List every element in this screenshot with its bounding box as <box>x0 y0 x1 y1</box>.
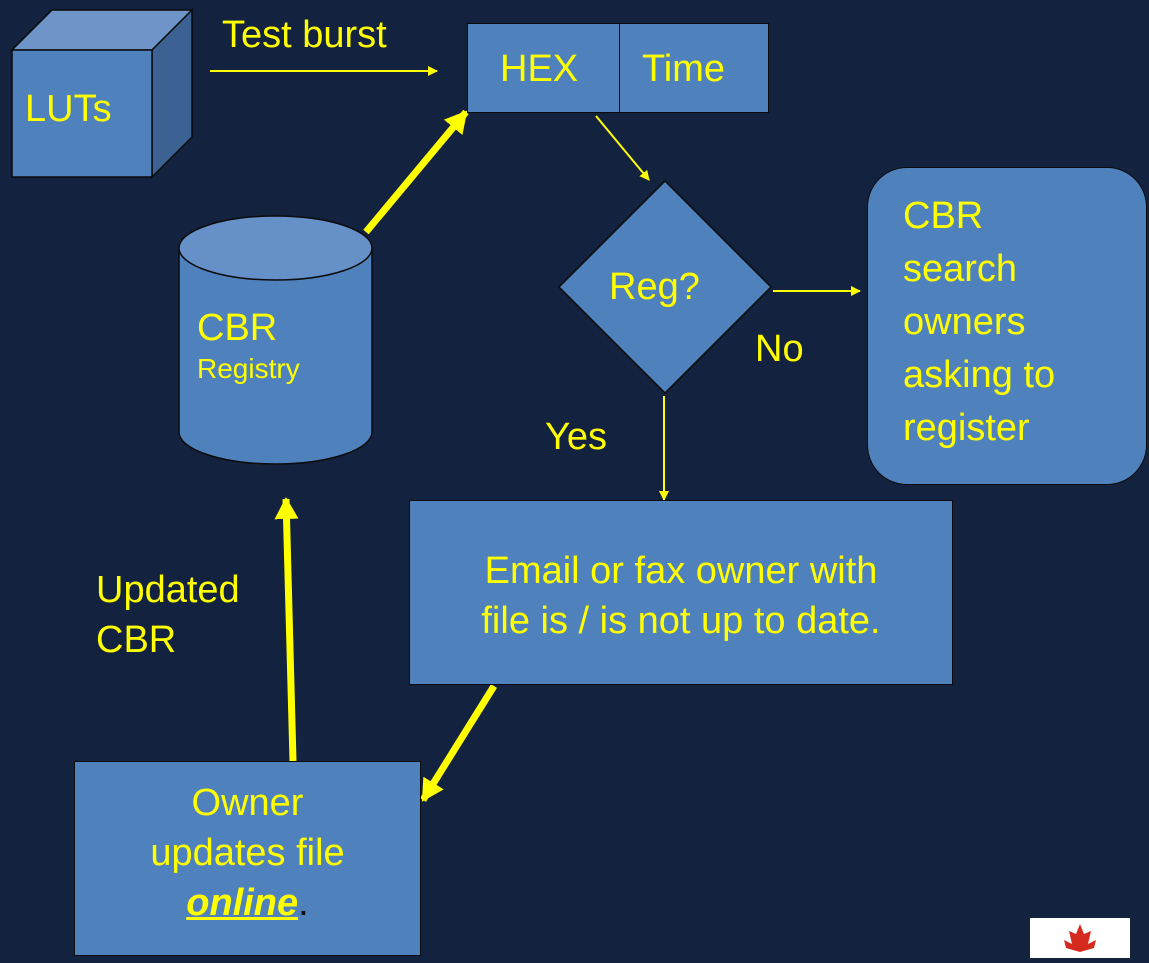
time-box <box>619 23 769 113</box>
email-fax-box <box>409 500 953 685</box>
luts-label: LUTs <box>25 88 112 130</box>
cbr-search-line: owners <box>903 301 1026 343</box>
luts-cube <box>10 8 194 179</box>
no-label: No <box>755 328 804 370</box>
reg-decision-diamond <box>557 179 773 395</box>
registry-cylinder <box>178 215 373 465</box>
cbr-search-line: asking to <box>903 354 1056 396</box>
email-fax-text: Email or fax owner with file is / is not… <box>409 546 953 646</box>
hex-label: HEX <box>500 48 579 90</box>
updated-cbr-label: Updated CBR <box>96 565 240 665</box>
email-to-owner-arrow <box>420 684 497 802</box>
registry-subtitle: Registry <box>197 353 300 384</box>
updated-line: CBR <box>96 619 177 661</box>
cbr-search-line: search <box>903 248 1018 290</box>
owner-updates-text: Owner updates file online. <box>74 778 421 928</box>
registry-to-hex-arrow <box>363 109 469 235</box>
hex-box <box>467 23 620 113</box>
cbr-search-line: register <box>903 407 1030 449</box>
online-emphasis: online <box>186 882 299 924</box>
cbr-search-text: CBR search owners asking to register <box>903 190 1055 455</box>
owner-line: Owner <box>191 782 304 824</box>
owner-updates-box <box>74 761 421 956</box>
reg-decision-label: Reg? <box>609 266 700 308</box>
canada-maple-leaf-icon <box>1064 924 1096 952</box>
test-burst-label: Test burst <box>222 14 387 56</box>
updated-cbr-arrow <box>274 497 299 762</box>
owner-line: updates file <box>150 832 345 874</box>
email-fax-line: file is / is not up to date. <box>481 600 881 642</box>
registry-title: CBR <box>197 307 278 349</box>
time-label: Time <box>642 48 726 90</box>
yes-label: Yes <box>545 416 607 458</box>
online-suffix: . <box>298 882 309 924</box>
owner-line-emphasis: online. <box>74 878 421 928</box>
updated-line: Updated <box>96 569 240 611</box>
cbr-search-box <box>867 167 1147 485</box>
hex-to-decision-arrow <box>595 115 650 181</box>
cbr-search-line: CBR <box>903 195 984 237</box>
email-fax-line: Email or fax owner with <box>484 550 878 592</box>
canada-logo <box>1030 918 1130 958</box>
